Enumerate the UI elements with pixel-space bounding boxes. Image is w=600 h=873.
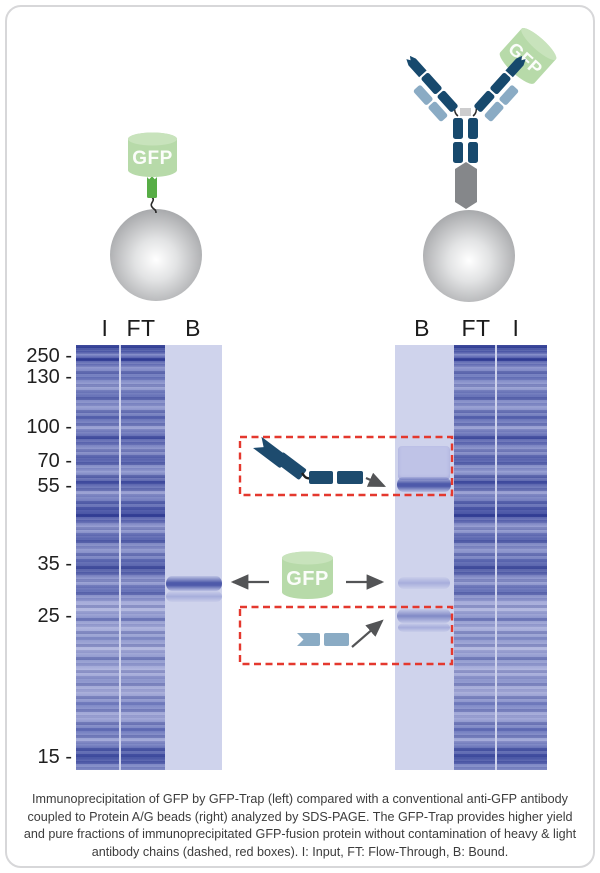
protein-ag-stem-icon	[455, 162, 477, 209]
lane-label-right-b: B	[414, 315, 430, 341]
antibody-fc-icon	[453, 118, 478, 163]
ladder-mark-15: 15 -	[37, 746, 72, 768]
ladder-mark-130: 130 -	[26, 366, 72, 388]
gfp-band-annotation: GFP	[230, 551, 385, 599]
gfp-trap-label: GFP	[132, 148, 173, 169]
ladder-mark-25: 25 -	[37, 605, 72, 627]
figure-caption: Immunoprecipitation of GFP by GFP-Trap (…	[23, 792, 577, 859]
ladder-mark-100: 100 -	[26, 416, 72, 438]
gfp-trap-illustration: GFP	[110, 132, 202, 301]
gel-right-lane-input	[497, 345, 547, 770]
heavy-chain-icon	[253, 436, 363, 484]
gel-left-gfp-trap	[76, 345, 222, 770]
linker-squiggle	[150, 196, 157, 214]
gel-right-lane-flowthrough	[454, 345, 495, 770]
gel-band-right-B	[398, 446, 450, 480]
gel-band-right-B	[397, 609, 451, 623]
lane-label-right-i: I	[512, 315, 520, 341]
nanobody-prongs-icon	[147, 176, 157, 181]
light-chain-annotation	[238, 605, 454, 666]
gel-left-lane-flowthrough	[121, 345, 165, 770]
antibody-left-arm-icon	[406, 55, 458, 122]
gel-band-left-B	[166, 591, 222, 602]
gel-right-antibody	[395, 345, 547, 770]
hinge-icon	[460, 108, 471, 116]
heavy-chain-annotation	[238, 435, 454, 497]
lane-label-left-b: B	[185, 315, 201, 341]
gfp-cylinder-top	[282, 551, 333, 565]
antibody-right-arm-icon: GFP	[474, 27, 557, 122]
gel-band-right-B	[398, 623, 450, 632]
gel-band-left-B	[166, 576, 222, 591]
lane-label-left-ft: FT	[126, 315, 156, 341]
antibody-illustration: GFP	[406, 27, 557, 302]
lane-label-left-i: I	[101, 315, 109, 341]
gel-left-lane-input	[76, 345, 119, 770]
gfp-cylinder-top	[128, 132, 177, 146]
bead-icon	[423, 210, 515, 302]
ladder-mark-35: 35 -	[37, 553, 72, 575]
heavy-chain-red-box	[238, 435, 454, 497]
lane-label-right-ft: FT	[461, 315, 491, 341]
ladder-mark-250: 250 -	[26, 345, 72, 367]
ladder-mark-55: 55 -	[37, 475, 72, 497]
gel-band-right-B	[398, 577, 450, 589]
nanobody-icon	[147, 180, 157, 198]
light-chain-red-box	[238, 605, 454, 666]
bead-icon	[110, 209, 202, 301]
light-chain-icon	[297, 633, 349, 646]
gel-band-right-B	[397, 477, 451, 492]
arrow-to-light-chain-band	[351, 619, 384, 648]
gfp-band-label: GFP	[286, 568, 329, 590]
ladder-mark-70: 70 -	[37, 450, 72, 472]
arrow-to-heavy-chain-band	[365, 472, 387, 488]
